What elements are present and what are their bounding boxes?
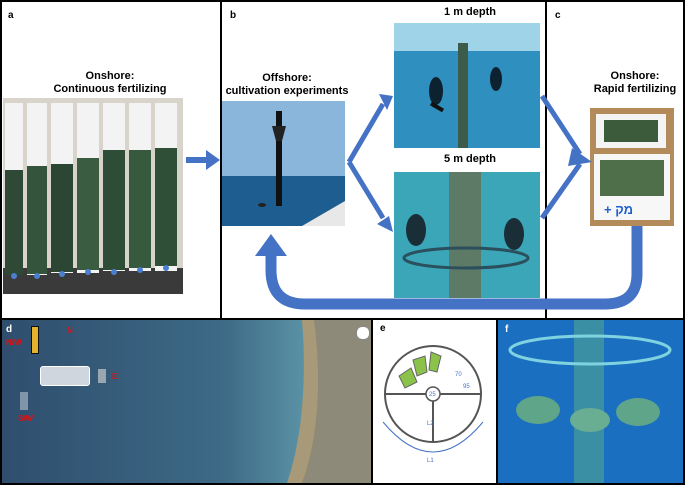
return-arrow (255, 226, 643, 310)
depth-1m-label: 1 m depth (444, 6, 496, 18)
dim-70: 70 (455, 372, 462, 378)
coastline-map (2, 320, 371, 483)
map-zoom-control-icon[interactable] (356, 326, 370, 340)
arrows-to-c (539, 94, 592, 220)
panel-b-label: b (230, 10, 237, 21)
cage-schematic: 70 95 25 L2 L1 (382, 345, 484, 464)
dim-95: 95 (463, 384, 470, 390)
depth-5m-label: 5 m depth (444, 153, 496, 165)
panel-b-title-line1: Offshore: (262, 72, 312, 84)
panel-c-label: c (555, 10, 561, 21)
compass-sw: S/W (18, 414, 34, 423)
buoy-nw-icon (31, 326, 39, 354)
panel-c-title-line2: Rapid fertilizing (593, 83, 677, 95)
compass-nw: N/W (6, 338, 22, 347)
arrows-b-split (346, 94, 393, 232)
compass-n: N (67, 326, 73, 335)
panel-a-label: a (8, 10, 14, 21)
rapid-box-text: + מק (604, 202, 633, 217)
panel-d-label: d (6, 324, 13, 335)
buoy-e-icon (98, 369, 106, 383)
arrow-a-to-b (186, 150, 220, 170)
buoy-center-icon (40, 366, 90, 386)
panel-c-title-line1: Onshore: (610, 70, 660, 82)
panel-b-title-line2: cultivation experiments (225, 85, 349, 97)
panel-a-title-line1: Onshore: (85, 70, 135, 82)
rapid-fertilizing-photo: + מק (590, 108, 674, 226)
offshore-buoy-photo (222, 101, 345, 226)
depth-1m-photo (394, 23, 540, 148)
depth-5m-photo (394, 172, 540, 298)
continuous-fertilizing-photo (3, 98, 183, 294)
dim-25: 25 (429, 392, 436, 398)
buoy-sw-icon (20, 392, 28, 410)
dim-l2: L2 (427, 421, 434, 427)
panel-a-title: Onshore: Continuous fertilizing (10, 70, 210, 96)
dim-l1: L1 (427, 458, 434, 464)
panel-b-title: Offshore: cultivation experiments (222, 72, 352, 98)
compass-e: E (112, 372, 118, 381)
panel-f-label: f (505, 324, 509, 335)
panel-a-title-line2: Continuous fertilizing (53, 83, 167, 95)
panel-e-label: e (380, 323, 386, 334)
cage-render (498, 320, 683, 483)
panel-c-title: Onshore: Rapid fertilizing (585, 70, 685, 96)
panel-f (496, 318, 685, 485)
